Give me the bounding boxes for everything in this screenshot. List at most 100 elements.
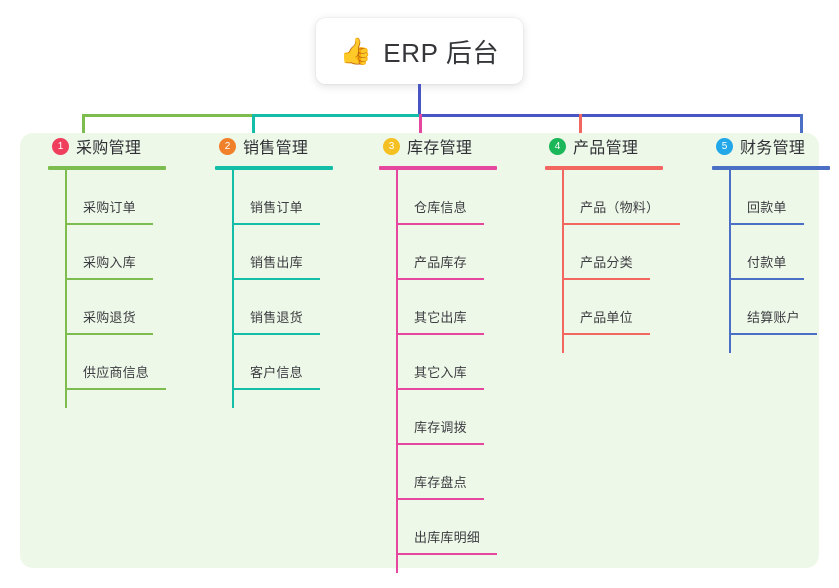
leaf-item-label: 产品库存: [414, 255, 467, 270]
column-3: 3 库存管理仓库信息产品库存其它出库其它入库库存调拨库存盘点出库库明细: [365, 133, 497, 573]
leaf-item[interactable]: 库存调拨: [396, 390, 494, 445]
leaf-item-rule: [232, 278, 320, 280]
column-title-1: 采购管理: [76, 140, 142, 157]
leaf-item-label: 产品单位: [580, 310, 633, 325]
leaf-item-rule: [396, 278, 484, 280]
bus-segment-2: [252, 114, 419, 117]
leaf-item-rule: [729, 223, 804, 225]
leaf-item[interactable]: 其它入库: [396, 335, 494, 390]
leaf-item-rule: [65, 388, 166, 390]
leaf-item[interactable]: 销售退货: [232, 280, 330, 335]
leaf-item[interactable]: 客户信息: [232, 335, 330, 390]
leaf-item-label: 供应商信息: [83, 365, 150, 380]
column-5: 5 财务管理回款单付款单结算账户: [698, 133, 830, 353]
column-badge-icon-4: 4: [549, 137, 566, 155]
column-2: 2 销售管理销售订单销售出库销售退货客户信息: [201, 133, 333, 408]
column-header-rule-4: [545, 166, 663, 170]
bus-segment-1: [82, 114, 252, 117]
leaf-item[interactable]: 仓库信息: [396, 170, 494, 225]
column-1: 1 采购管理采购订单采购入库采购退货供应商信息: [34, 133, 166, 408]
drop-connector-4: [579, 114, 582, 147]
leaf-item-rule: [65, 223, 153, 225]
drop-connector-3: [419, 114, 422, 147]
column-title-3: 库存管理: [407, 140, 473, 157]
leaf-item-rule: [729, 333, 817, 335]
leaf-item-label: 采购订单: [83, 200, 136, 215]
column-header-1[interactable]: 1 采购管理: [34, 133, 141, 159]
drop-connector-5: [800, 114, 803, 147]
leaf-item-label: 销售退货: [250, 310, 303, 325]
column-title-2: 销售管理: [243, 140, 309, 157]
leaf-item-label: 其它出库: [414, 310, 467, 325]
leaf-item[interactable]: 付款单: [729, 225, 814, 280]
leaf-item[interactable]: 结算账户: [729, 280, 827, 335]
column-header-5[interactable]: 5 财务管理: [698, 133, 805, 159]
leaf-item-label: 回款单: [747, 200, 787, 215]
leaf-item-rule: [396, 498, 484, 500]
leaf-item-rule: [562, 333, 650, 335]
column-title-4: 产品管理: [573, 140, 639, 157]
leaf-item[interactable]: 产品（物料）: [562, 170, 690, 225]
root-trunk-connector: [418, 84, 421, 115]
leaf-item-rule: [562, 223, 680, 225]
column-header-2[interactable]: 2 销售管理: [201, 133, 308, 159]
column-badge-icon-3: 3: [383, 137, 400, 155]
leaf-item[interactable]: 回款单: [729, 170, 814, 225]
column-header-rule-1: [48, 166, 166, 170]
leaf-item-label: 采购退货: [83, 310, 136, 325]
leaf-item[interactable]: 采购入库: [65, 225, 163, 280]
leaf-item[interactable]: 供应商信息: [65, 335, 176, 390]
column-header-rule-2: [215, 166, 333, 170]
column-header-4[interactable]: 4 产品管理: [531, 133, 638, 159]
column-badge-icon-5: 5: [716, 137, 733, 155]
leaf-item-label: 销售出库: [250, 255, 303, 270]
leaf-item-label: 付款单: [747, 255, 787, 270]
diagram-panel: 1 采购管理采购订单采购入库采购退货供应商信息 2 销售管理销售订单销售出库销售退货客…: [20, 133, 830, 573]
column-spine-4: [562, 168, 564, 353]
leaf-item-rule: [65, 278, 153, 280]
leaf-item[interactable]: 库存盘点: [396, 445, 494, 500]
leaf-item-label: 销售订单: [250, 200, 303, 215]
leaf-item-rule: [65, 333, 153, 335]
leaf-item-rule: [232, 333, 320, 335]
leaf-item[interactable]: 采购订单: [65, 170, 163, 225]
leaf-item-rule: [232, 223, 320, 225]
leaf-item-rule: [396, 333, 484, 335]
column-spine-3: [396, 168, 398, 573]
leaf-item-label: 库存调拨: [414, 420, 467, 435]
column-badge-icon-2: 2: [219, 137, 236, 155]
leaf-item-rule: [232, 388, 320, 390]
leaf-item-rule: [396, 443, 484, 445]
column-badge-icon-1: 1: [52, 137, 69, 155]
leaf-item[interactable]: 产品库存: [396, 225, 494, 280]
column-header-rule-5: [712, 166, 830, 170]
leaf-item-label: 其它入库: [414, 365, 467, 380]
leaf-item[interactable]: 产品单位: [562, 280, 660, 335]
column-header-3[interactable]: 3 库存管理: [365, 133, 472, 159]
column-header-rule-3: [379, 166, 497, 170]
drop-connector-1: [82, 114, 85, 147]
thumbs-up-icon: 👍: [339, 36, 373, 66]
leaf-item[interactable]: 产品分类: [562, 225, 660, 280]
leaf-item[interactable]: 其它出库: [396, 280, 494, 335]
column-title-5: 财务管理: [740, 140, 806, 157]
column-spine-5: [729, 168, 731, 353]
leaf-item-rule: [396, 223, 484, 225]
leaf-item[interactable]: 采购退货: [65, 280, 163, 335]
leaf-item-rule: [729, 278, 804, 280]
leaf-item[interactable]: 出库库明细: [396, 500, 507, 555]
drop-connector-2: [252, 114, 255, 147]
leaf-item[interactable]: 销售出库: [232, 225, 330, 280]
leaf-item-label: 采购入库: [83, 255, 136, 270]
leaf-item-label: 客户信息: [250, 365, 303, 380]
leaf-item-label: 仓库信息: [414, 200, 467, 215]
root-node-title: ERP 后台: [383, 37, 500, 68]
column-spine-1: [65, 168, 67, 408]
leaf-item-label: 库存盘点: [414, 475, 467, 490]
leaf-item-rule: [562, 278, 650, 280]
leaf-item-label: 出库库明细: [414, 530, 481, 545]
leaf-item-label: 产品分类: [580, 255, 633, 270]
root-node-card[interactable]: 👍 ERP 后台: [316, 18, 523, 84]
leaf-item[interactable]: 销售订单: [232, 170, 330, 225]
